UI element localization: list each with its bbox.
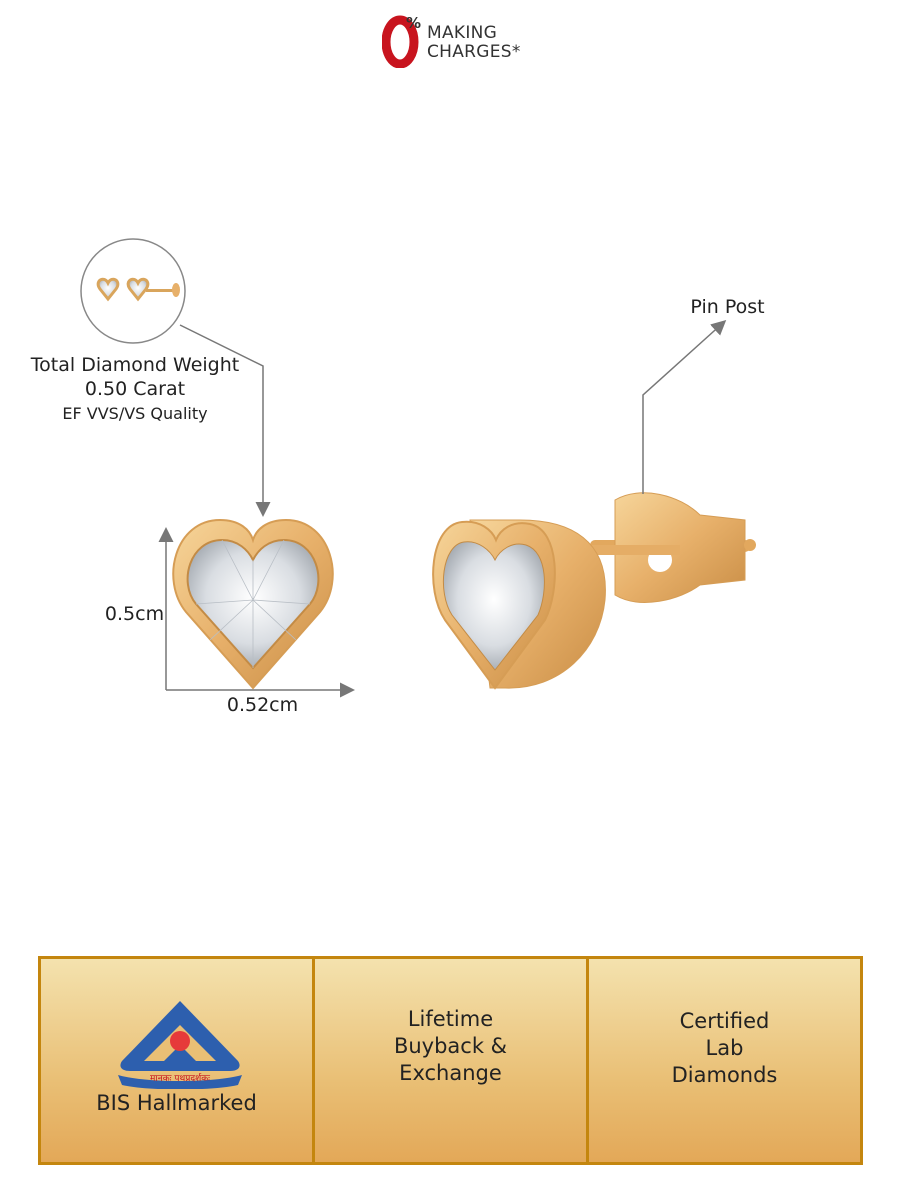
quality-value: EF VVS/VS Quality (62, 404, 208, 423)
making-charges-logo: % MAKING CHARGES* (382, 14, 532, 68)
earring-front-view (172, 518, 334, 690)
pin-post-arrow (642, 319, 727, 494)
pin-post-label: Pin Post (690, 296, 765, 318)
features-banner: मानकः पथप्रदर्शकः BIS Hallmarked Lifetim… (38, 956, 863, 1165)
feature-certified-lab-diamonds: Certified Lab Diamonds (586, 959, 860, 1162)
earring-side-view (432, 492, 756, 690)
product-illustration (80, 238, 756, 698)
percent-sign: % (406, 14, 422, 32)
width-label: 0.52cm (226, 694, 299, 716)
feature-text: BIS Hallmarked (96, 1091, 257, 1115)
feature-lifetime-buyback: Lifetime Buyback & Exchange (312, 959, 586, 1162)
height-label: 0.5cm (104, 603, 165, 625)
thumbnail-circle (80, 238, 186, 344)
weight-callout-arrow (179, 324, 271, 517)
logo-text: MAKING CHARGES* (427, 23, 521, 62)
carat-value: 0.50 Carat (84, 378, 186, 400)
weight-label: Total Diamond Weight (30, 354, 240, 376)
svg-text:मानकः पथप्रदर्शकः: मानकः पथप्रदर्शकः (150, 1072, 210, 1084)
bis-logo-icon: मानकः पथप्रदर्शकः (118, 1001, 242, 1089)
feature-bis-hallmarked: मानकः पथप्रदर्शकः BIS Hallmarked (41, 959, 312, 1162)
zero-percent-icon (382, 15, 419, 68)
